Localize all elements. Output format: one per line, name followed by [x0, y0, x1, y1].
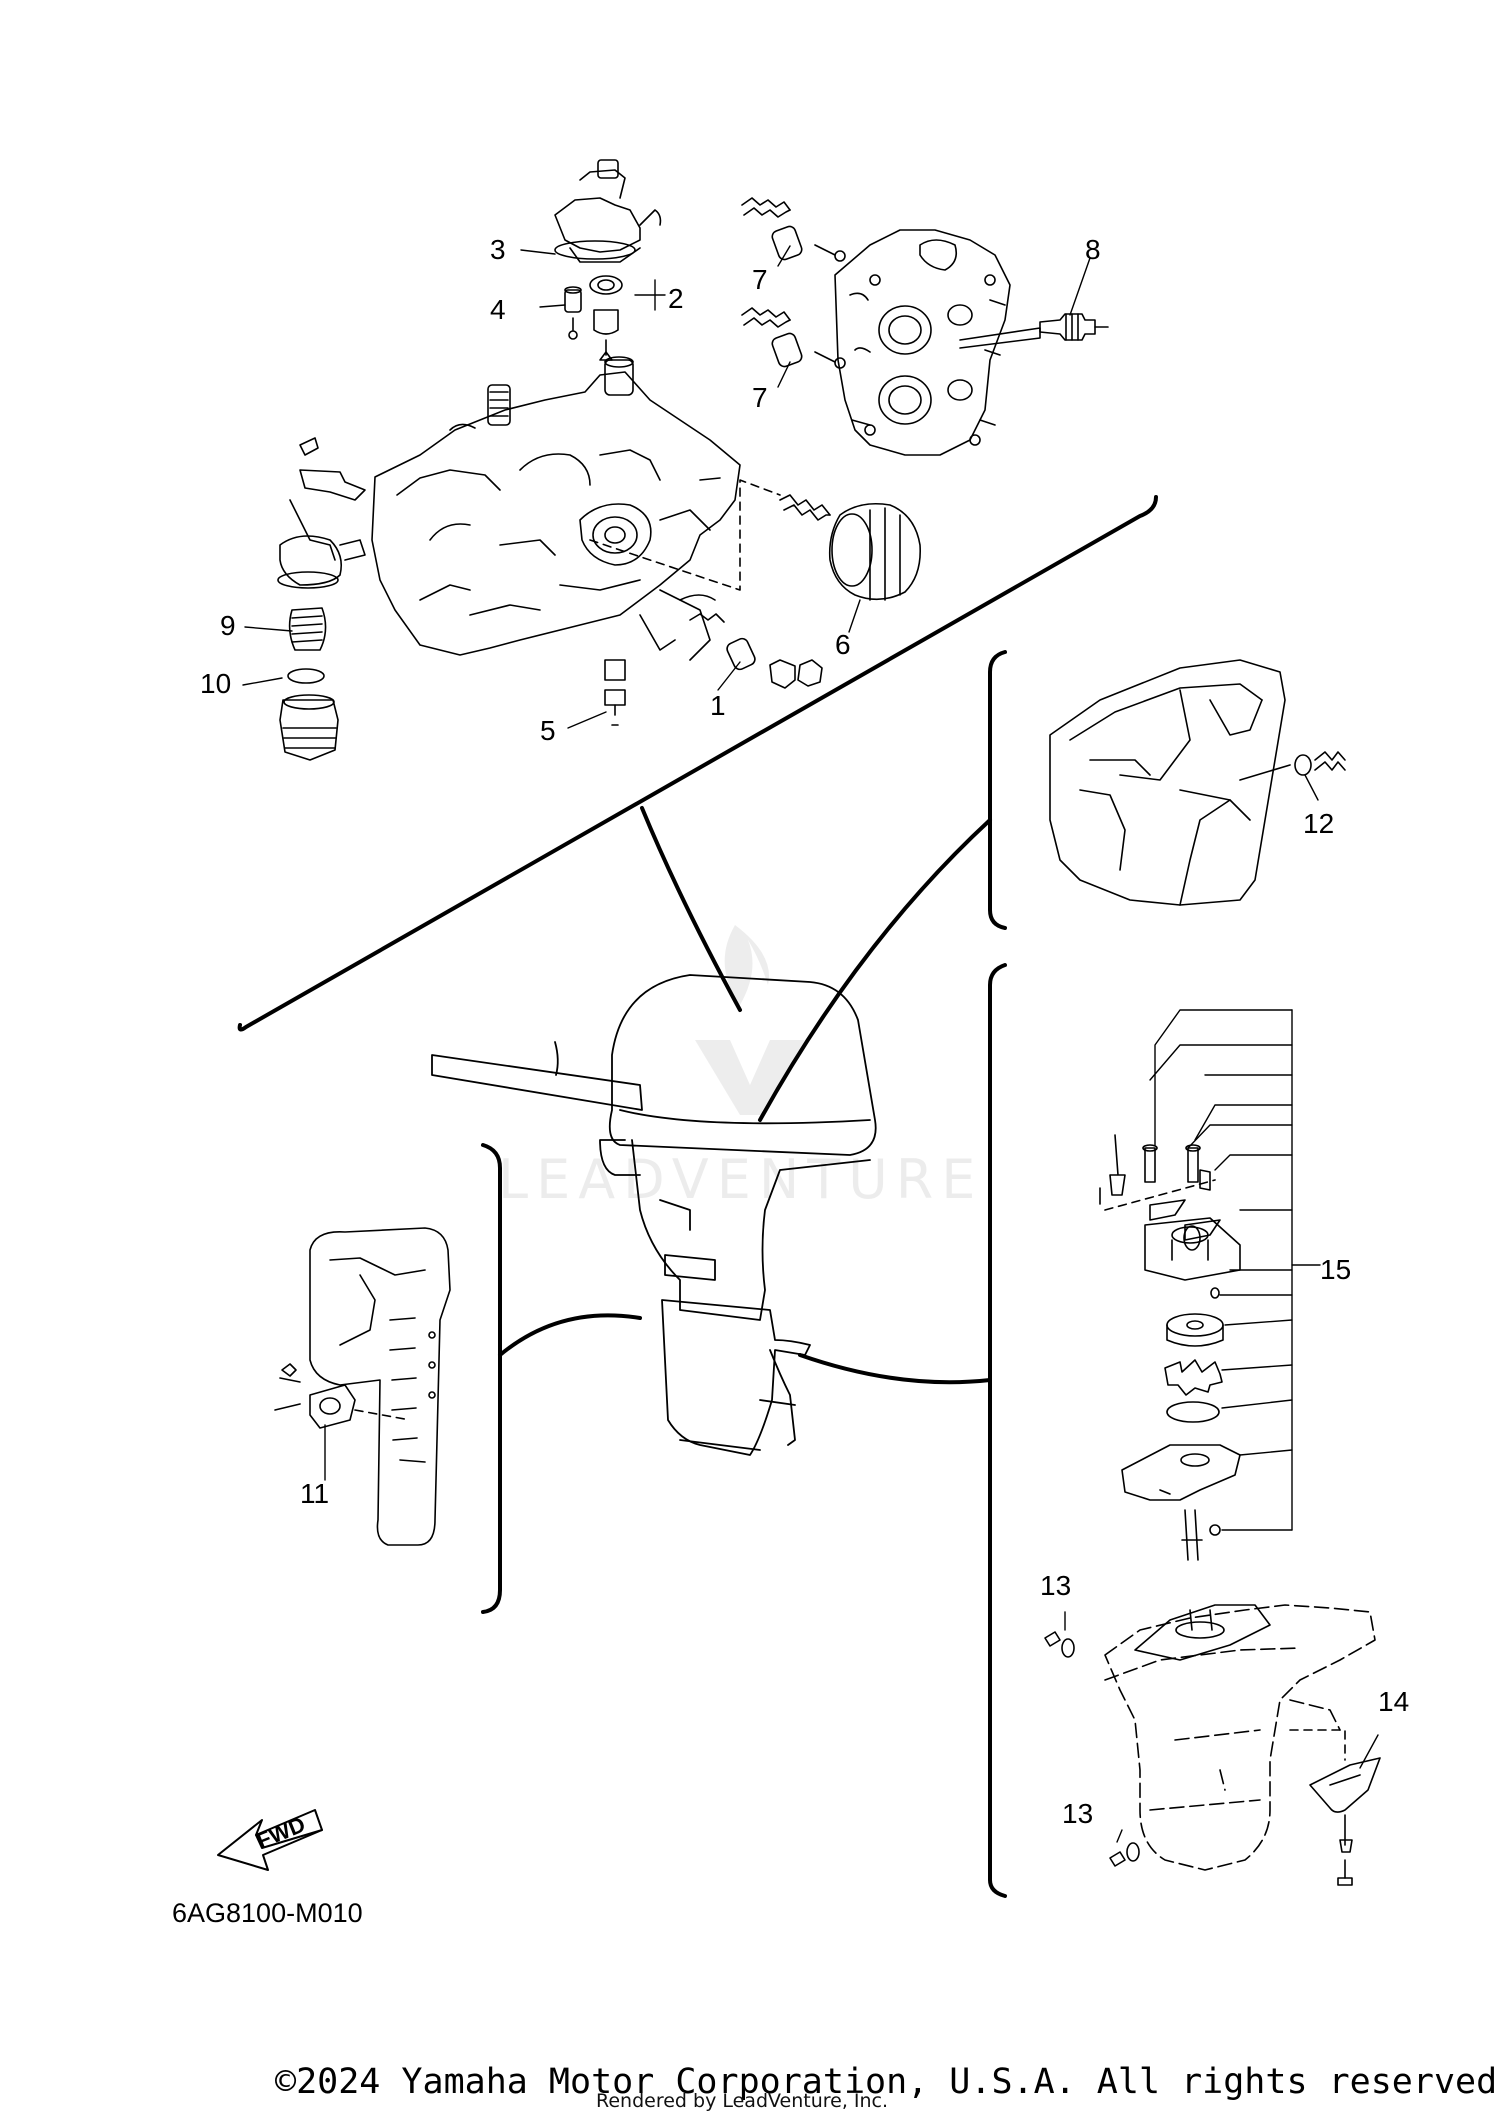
pointer-line-lower-right: [800, 1355, 990, 1382]
diagram-code: 6AG8100-M010: [172, 1898, 363, 1928]
plug-part-12: [1295, 752, 1345, 775]
callout-2: 2: [668, 283, 684, 314]
callout-14: 14: [1378, 1686, 1410, 1717]
spark-plug: [1040, 314, 1108, 340]
lower-unit-top: [1135, 1605, 1270, 1660]
leader-15: [1150, 1010, 1320, 1530]
watermark-text: LEADVENTURE: [498, 1148, 984, 1211]
section-divider-top: [240, 497, 1156, 1030]
swivel-bracket: [310, 1228, 450, 1545]
water-pump-kit: [1100, 1135, 1240, 1560]
copyright-text: ©2024 Yamaha Motor Corporation, U.S.A. A…: [275, 2062, 1500, 2102]
callout-5: 5: [540, 715, 556, 746]
drain-bolt-collar: [690, 614, 822, 688]
outboard-motor-outline: [432, 975, 876, 1455]
watermark-logo: [695, 925, 805, 1115]
callout-4: 4: [490, 294, 506, 325]
rendered-by-text: Rendered by LeadVenture, Inc.: [596, 2090, 889, 2112]
callout-7a: 7: [752, 264, 768, 295]
callout-12: 12: [1303, 808, 1335, 839]
callout-8: 8: [1085, 234, 1101, 265]
pointer-line-top: [642, 808, 740, 1010]
anode-11: [275, 1364, 410, 1428]
fwd-arrow-icon: [218, 1810, 322, 1870]
bolt-collar-lower: [742, 308, 845, 368]
clamp-part: [605, 660, 625, 725]
bracket-left: [483, 1145, 500, 1612]
bottom-cowling: [1050, 660, 1290, 905]
washer-13b: [1110, 1843, 1139, 1866]
pointer-line-upper-right: [760, 820, 990, 1120]
pointer-line-left: [500, 1315, 640, 1355]
thermostat-assembly: [555, 160, 660, 360]
cylinder-head: [835, 230, 1040, 455]
callout-13a: 13: [1040, 1570, 1072, 1601]
callout-1: 1: [710, 690, 726, 721]
callout-11: 11: [300, 1478, 330, 1509]
bolt-collar-upper: [742, 198, 845, 261]
bracket-lower-right: [990, 965, 1005, 1896]
callout-15: 15: [1320, 1254, 1352, 1285]
dashed-line-filter: [590, 480, 780, 590]
cylinder-block: [372, 357, 740, 660]
trim-tab-14: [1290, 1730, 1380, 1885]
callout-7b: 7: [752, 382, 768, 413]
callout-10: 10: [200, 668, 232, 699]
callout-6: 6: [835, 629, 851, 660]
callout-13b: 13: [1062, 1798, 1094, 1829]
callout-3: 3: [490, 234, 506, 265]
washer-13a: [1045, 1632, 1074, 1657]
callout-leaders: [243, 246, 1378, 1842]
bracket-upper-right: [990, 652, 1005, 928]
oil-filter: [780, 495, 920, 600]
joint-assembly: [278, 438, 365, 760]
lower-unit: [1105, 1605, 1375, 1870]
callout-9: 9: [220, 610, 236, 641]
